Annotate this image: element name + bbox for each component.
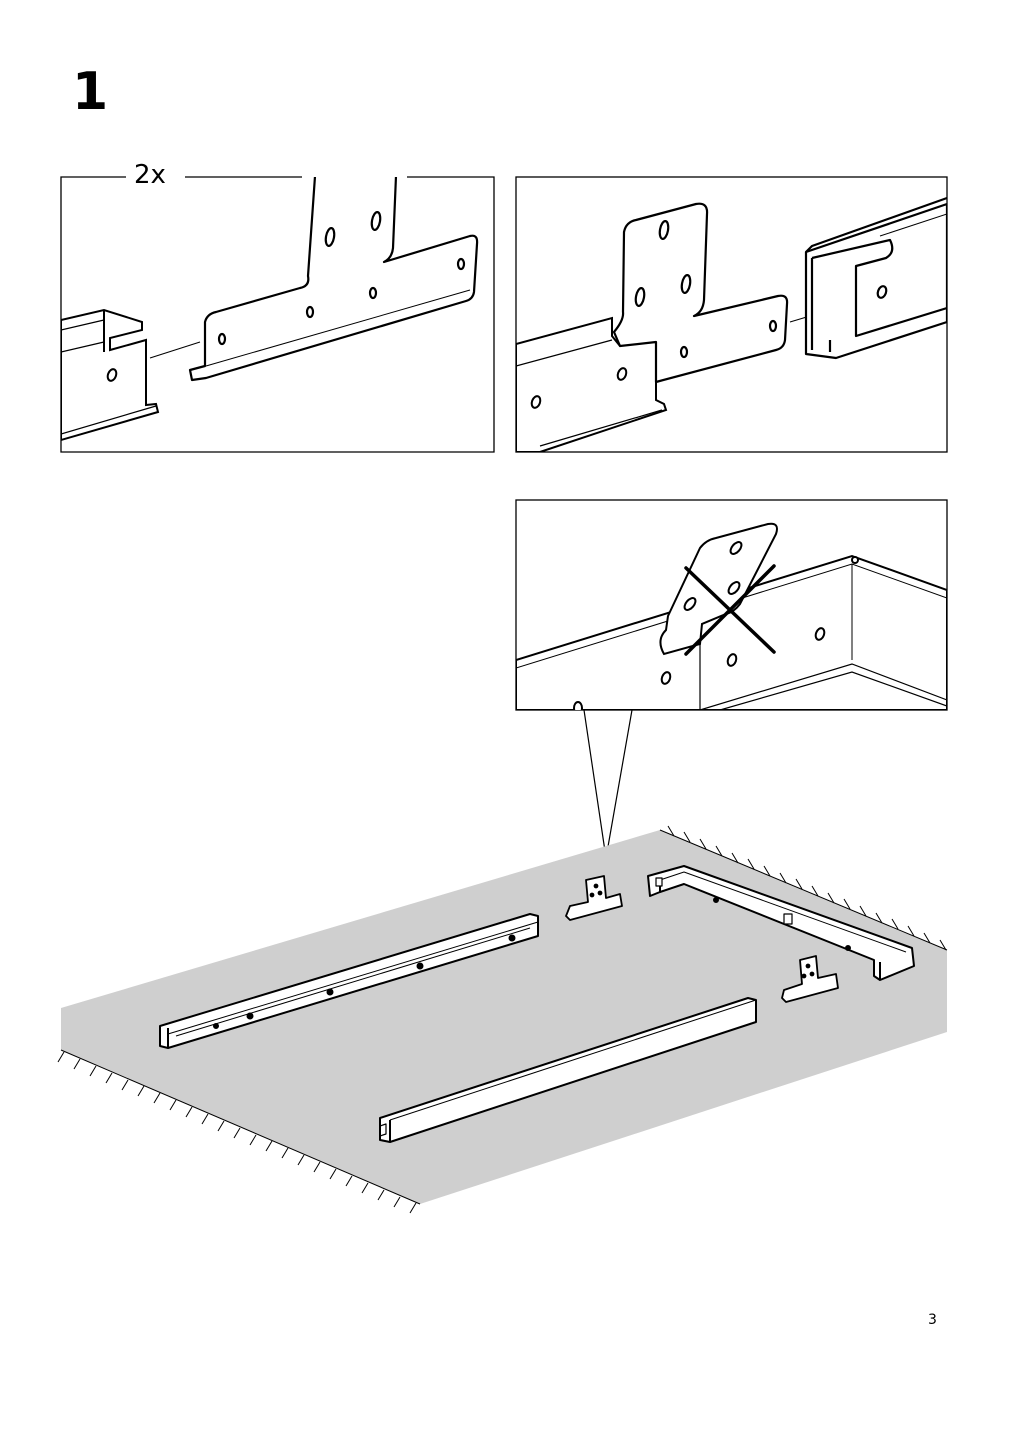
small-bracket-1-icon [565, 875, 623, 921]
panel-bracket-inserted-in-rail [515, 176, 948, 453]
frame-end-icon [647, 865, 915, 981]
floor-hatch [57, 825, 948, 1214]
long-rail-bottom-icon [379, 997, 757, 1143]
rail-profile-icon [804, 196, 947, 360]
floor-layout [57, 825, 948, 1214]
panel-incorrect-orientation [515, 499, 948, 859]
quantity-label: 2x [134, 160, 166, 190]
page-number: 3 [928, 1312, 937, 1328]
small-bracket-2-icon [781, 955, 839, 1003]
step-number: 1 [72, 62, 109, 122]
cross-out-icon [684, 564, 776, 656]
rail-with-bracket-icon [516, 316, 668, 452]
mounting-bracket-icon [612, 202, 789, 384]
mounting-bracket-icon [188, 177, 479, 382]
panel-bracket-before-insert [60, 176, 495, 453]
floor-area [61, 830, 947, 1204]
long-rail-left-icon [159, 913, 539, 1049]
rail-end-icon [61, 308, 160, 442]
callout-pointer [583, 709, 633, 859]
